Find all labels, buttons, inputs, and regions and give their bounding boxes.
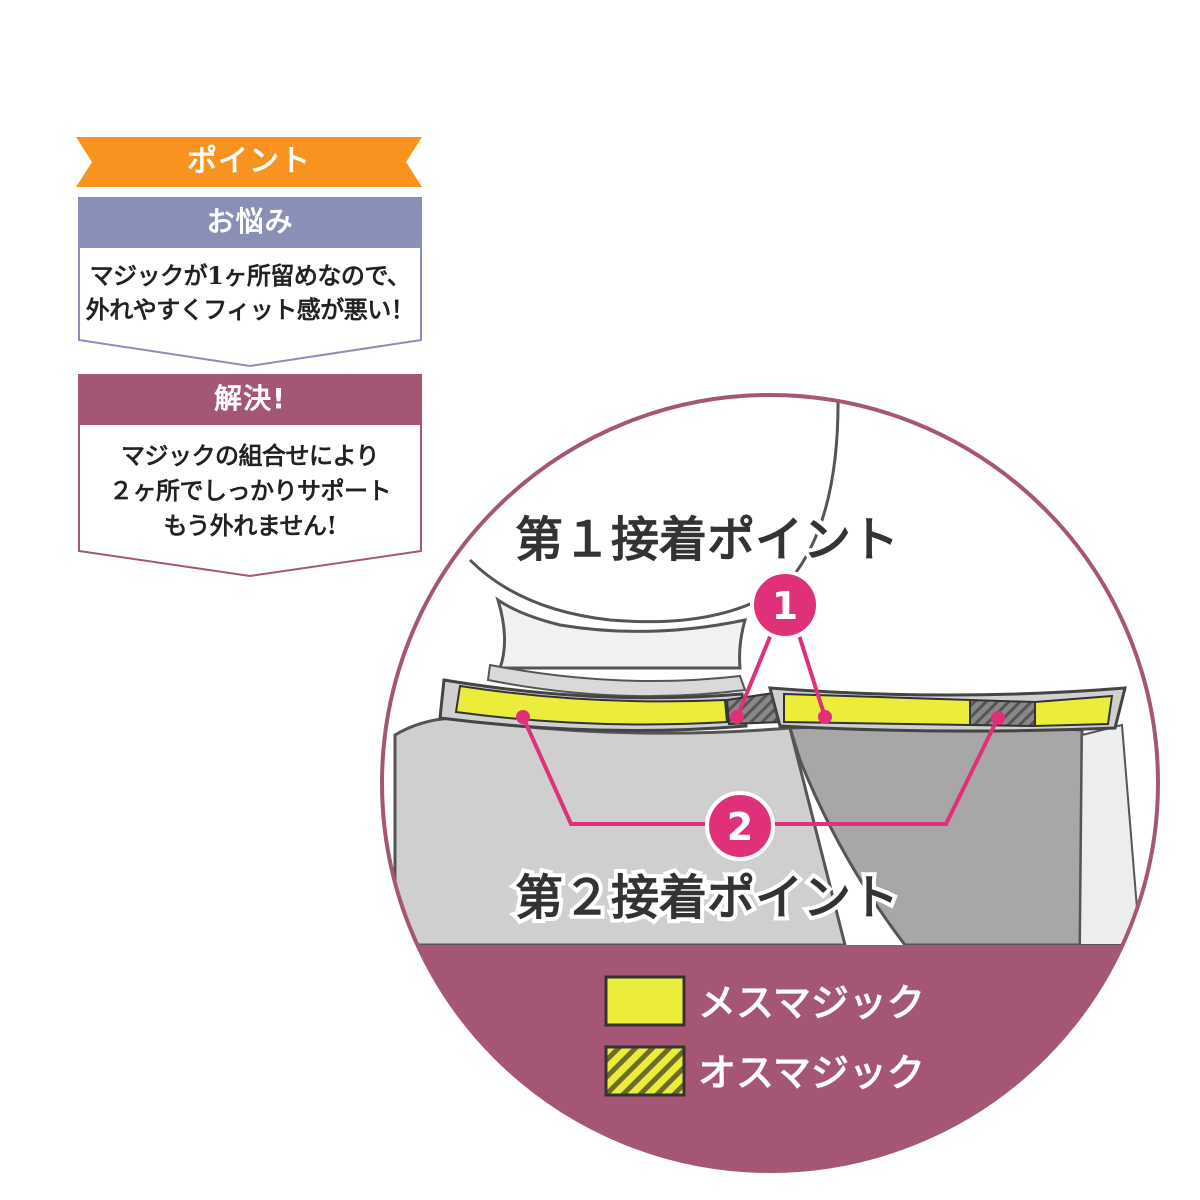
neck [495, 596, 748, 670]
connector-line-2b [774, 717, 1000, 826]
marker-1-label: 1 [772, 584, 798, 628]
connector-dot [818, 710, 832, 724]
problem-text: マジックが1ヶ所留めなので、 外れやすくフィット感が悪い！ [78, 247, 422, 327]
problem-line: 外れやすくフィット感が悪い！ [85, 295, 415, 324]
legend-label-hook: オスマジック [698, 1051, 925, 1095]
solution-line: マジックの組合せにより [120, 441, 380, 470]
marker-2 [705, 791, 775, 861]
connector-line-1b [796, 631, 827, 718]
marker-2-label: 2 [727, 805, 753, 849]
connector-line-2a [521, 716, 706, 826]
solution-line: もう外れません! [163, 511, 337, 540]
solution-body: マジックの組合せにより ２ヶ所でしっかりサポート もう外れません! [78, 424, 422, 577]
point-banner-label: ポイント [187, 144, 311, 179]
diagram-circle-border [380, 393, 1160, 1173]
legend-swatch-hook [604, 1045, 686, 1097]
connector-dot [991, 711, 1005, 725]
solution-text: マジックの組合せにより ２ヶ所でしっかりサポート もう外れません! [78, 424, 422, 543]
connector-dot [730, 710, 744, 724]
solution-line: ２ヶ所でしっかりサポート [109, 476, 392, 505]
collar-inner [486, 663, 747, 698]
head-outline [468, 395, 840, 624]
problem-header: お悩み [78, 197, 422, 247]
connector-dot [516, 710, 530, 724]
problem-line: マジックが1ヶ所留めなので、 [89, 261, 411, 290]
label-point-1: 第１接着ポイント [515, 512, 899, 568]
point-banner: ポイント [76, 137, 422, 187]
legend-swatch-loop [604, 975, 686, 1027]
legend-label-loop: メスマジック [698, 981, 925, 1025]
problem-body: マジックが1ヶ所留めなので、 外れやすくフィット感が悪い！ [78, 247, 422, 367]
marker-1 [750, 570, 820, 640]
solution-header: 解決! [78, 374, 422, 424]
loop-strip-right [783, 692, 971, 727]
label-point-2: 第２接着ポイント [515, 870, 899, 926]
loop-strip-end [1034, 694, 1114, 728]
connector-line-1a [735, 631, 774, 718]
diagram-illustration [382, 395, 1158, 1171]
